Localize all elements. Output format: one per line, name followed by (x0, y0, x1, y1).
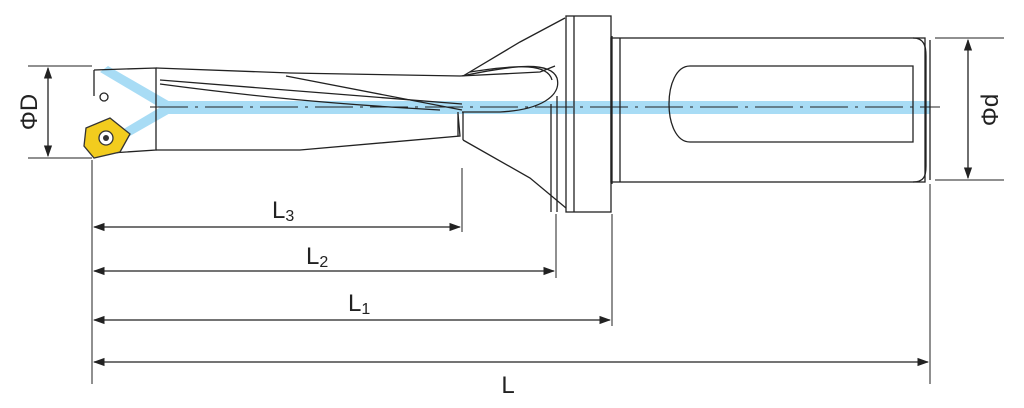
coolant-channel-lower (122, 105, 172, 136)
label-L2-main: L (306, 243, 319, 270)
shank-flat (668, 65, 914, 143)
flute-lobe (461, 65, 559, 113)
insert-icon (83, 117, 131, 159)
coolant-channels (100, 66, 930, 136)
label-L3-main: L (272, 197, 285, 224)
neck-top-taper (462, 17, 566, 77)
flute-helix-2 (159, 83, 441, 111)
flute-helix-3 (285, 75, 463, 111)
extension-lines (28, 37, 1004, 384)
coolant-channel-upper (100, 66, 172, 110)
shank-end (912, 37, 927, 183)
neck-bottom-taper (462, 139, 567, 209)
label-L1-sub: 1 (361, 301, 370, 318)
head-hole-icon (99, 92, 109, 102)
drill-head (93, 67, 157, 155)
label-L2: L2 (306, 243, 328, 271)
flute-top-edge (155, 65, 556, 77)
dimension-lines (43, 38, 973, 367)
flute-bottom-edge (156, 113, 461, 151)
label-phi-d: Φd (977, 94, 1004, 127)
label-L1-main: L (348, 290, 361, 317)
flute-lobe-inner (469, 66, 553, 81)
label-L1: L1 (348, 290, 370, 318)
shank (610, 37, 926, 183)
drill-body (93, 15, 931, 213)
label-L: L (501, 372, 514, 399)
label-L2-sub: 2 (319, 254, 328, 271)
label-L3: L3 (272, 197, 294, 225)
label-L3-sub: 3 (285, 208, 294, 225)
label-phi-D: ΦD (16, 94, 43, 130)
flute-helix-1 (159, 79, 463, 105)
